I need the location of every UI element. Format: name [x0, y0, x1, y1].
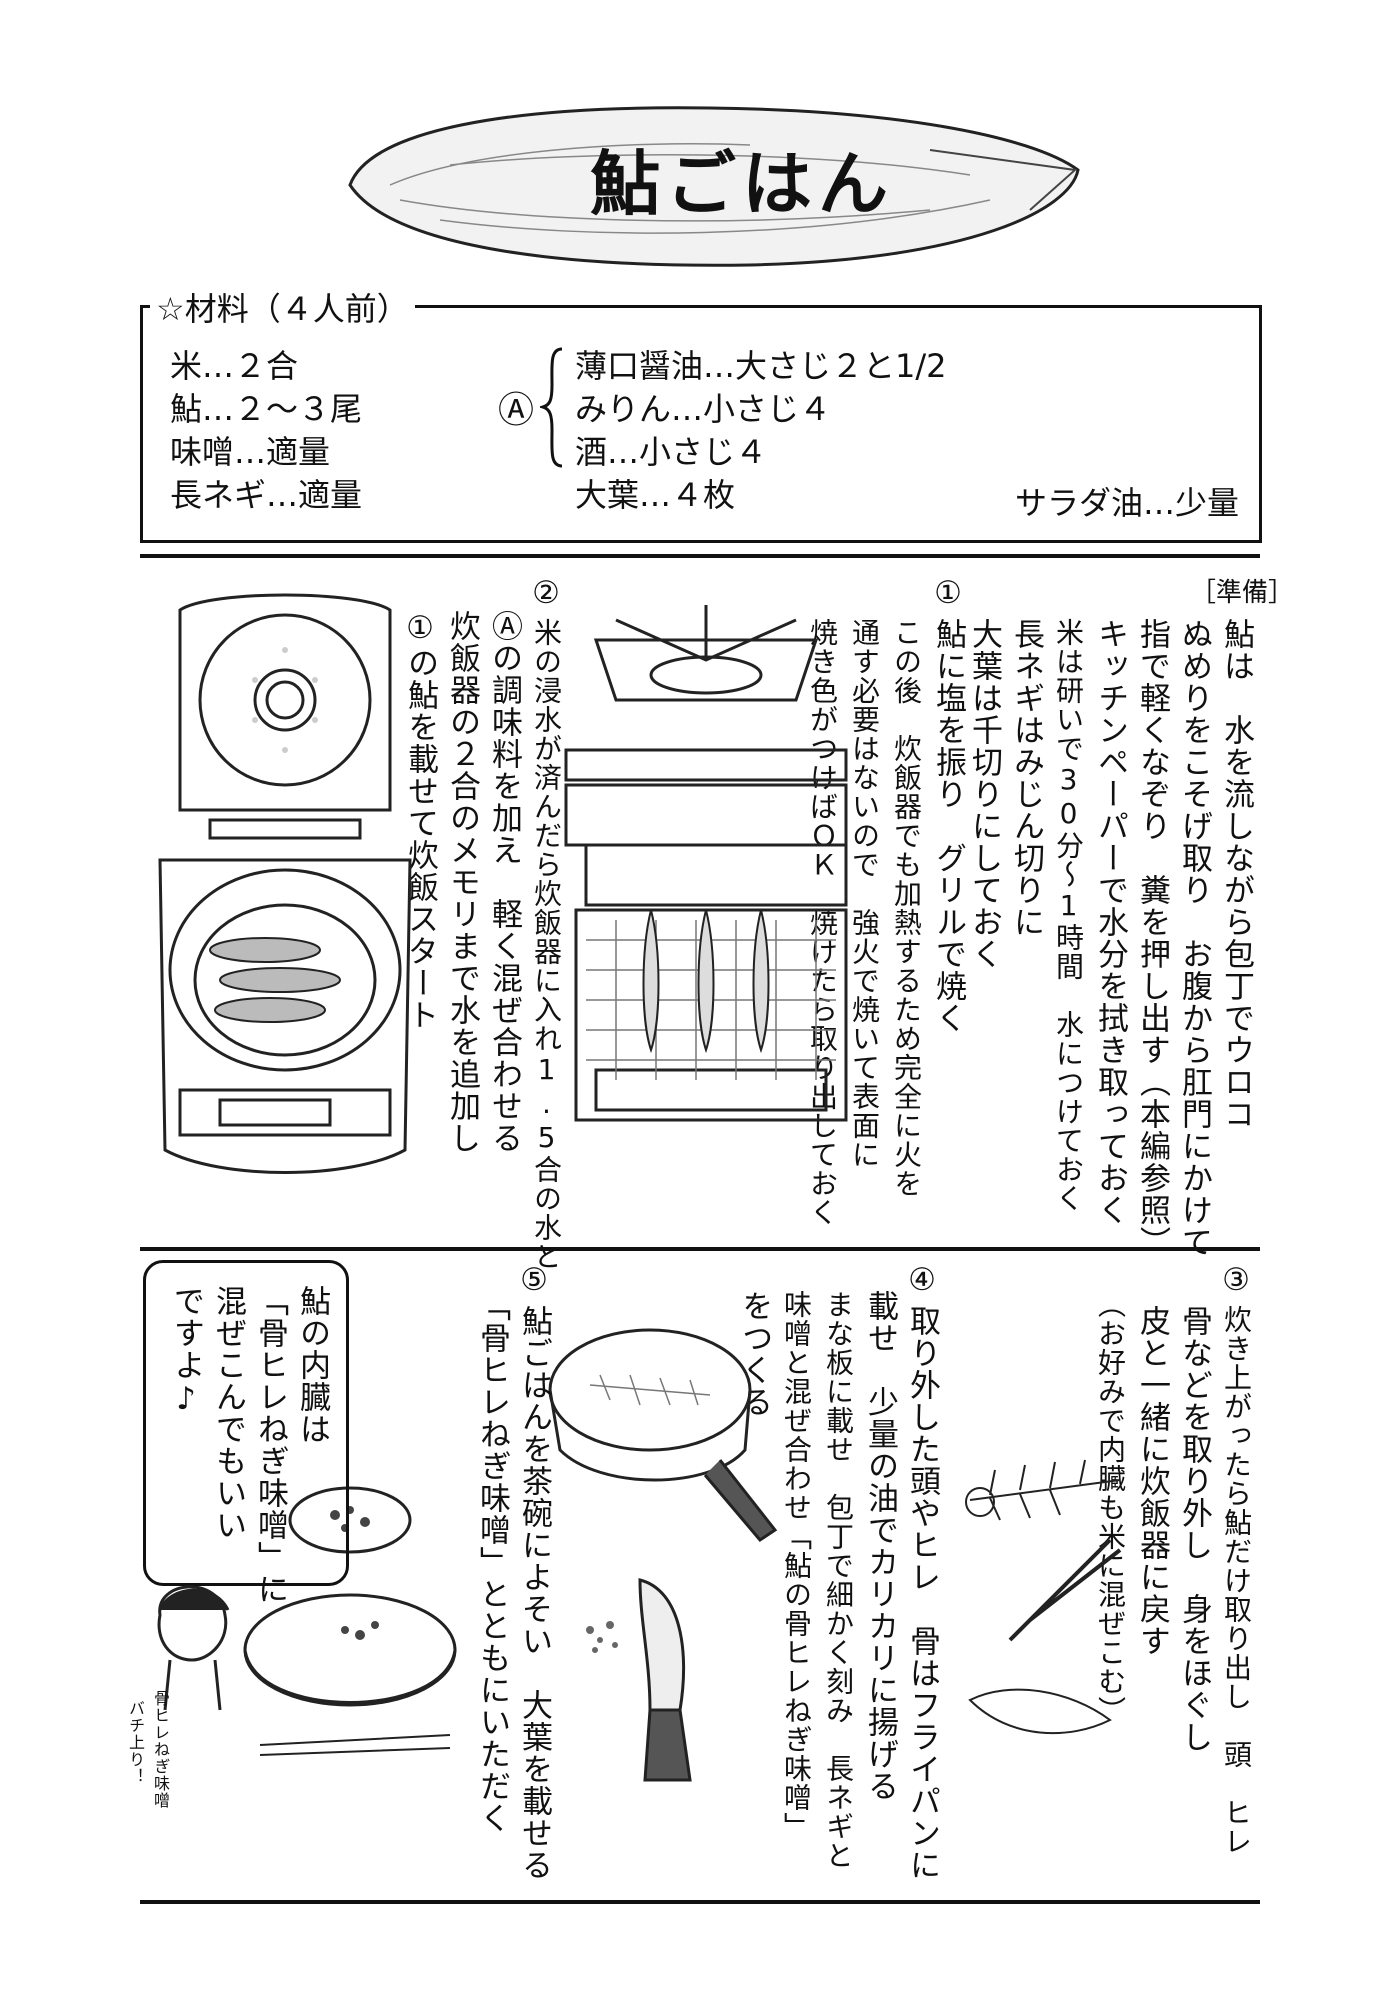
prep-line: ぬめりをこそげ取り お腹から肛門にかけて	[1176, 618, 1212, 1258]
seasoning-item: 酒…小さじ４	[575, 433, 768, 471]
step-3-line: 皮と一緒に炊飯器に戻す	[1134, 1305, 1170, 1657]
step-1-line: 鮎に塩を振り グリルで焼く	[930, 618, 966, 1034]
ingredient-item: 鮎…２〜３尾	[170, 390, 363, 428]
step-4-line: 取り外した頭やヒレ 骨はフライパンに	[904, 1305, 940, 1881]
seasoning-item: みりん…小さじ４	[575, 390, 832, 428]
step-1-line: 焼き色がつけばＯＫ 焼けたら取り出しておく	[806, 618, 839, 1227]
page-title: 鮎ごはん	[590, 143, 894, 225]
step-number: ④	[904, 1262, 940, 1299]
character-note: 骨ヒレねぎ味噌	[151, 1690, 170, 1809]
ingredient-item: 長ネギ…適量	[170, 476, 363, 514]
rice-cooker-illustration	[158, 593, 412, 1174]
ingredient-item: 味噌…適量	[170, 433, 331, 471]
chef-character-illustration	[157, 1585, 230, 1711]
prep-line: 鮎は 水を流しながら包丁でウロコ	[1218, 618, 1254, 1130]
step-4-line: 味噌と混ぜ合わせ「鮎の骨ヒレねぎ味噌」	[780, 1290, 813, 1841]
tip-bubble	[143, 1260, 349, 1586]
tip-line: 鮎の内臓は	[294, 1285, 330, 1445]
step-2-line: 炊飯器の２合のメモリまで水を追加し	[444, 610, 480, 1154]
step-3-line: 炊き上がったら鮎だけ取り出し 頭 ヒレ	[1220, 1305, 1253, 1856]
step-4-line: まな板に載せ 包丁で細かく刻み 長ネギと	[822, 1290, 855, 1870]
step-2-line: Ⓐの調味料を加え 軽く混ぜ合わせる	[486, 610, 522, 1154]
step-4-line: 載せ 少量の油でカリカリに揚げる	[862, 1290, 898, 1802]
step-number: ③	[1218, 1262, 1254, 1299]
prep-line: 米は研いで30分〜1時間 水につけておく	[1052, 618, 1085, 1213]
prep-line: キッチンペーパーで水分を拭き取っておく	[1092, 618, 1128, 1226]
prep-line: 指で軽くなぞり 糞を押し出す（本編参照）	[1134, 618, 1170, 1258]
prep-line: 長ネギはみじん切りに	[1008, 618, 1044, 938]
section-divider	[140, 554, 1260, 558]
step-number: ①	[930, 575, 966, 612]
fish-bones-illustration	[965, 1459, 1122, 1735]
step-1-line: 通す必要はないので 強火で焼いて表面に	[848, 618, 881, 1169]
ingredient-item: 米…２合	[170, 347, 299, 385]
ingredients-box	[140, 305, 1262, 543]
grill-illustration	[564, 605, 848, 1122]
brace-icon	[540, 347, 563, 468]
ingredients-header: ☆材料（４人前）	[150, 288, 415, 330]
rice-bowl-illustration	[243, 1486, 457, 1756]
seasoning-item: 薄口醤油…大さじ２と1/2	[575, 347, 947, 385]
title-banner	[348, 106, 1080, 267]
step-5-line: 「骨ヒレねぎ味噌」とともにいただく	[474, 1290, 510, 1834]
step-number: ②	[528, 575, 564, 612]
step-2-line: 米の浸水が済んだら炊飯器に入れ1.5合の水と	[530, 618, 563, 1271]
ingredient-item: 大葉…４枚	[575, 476, 736, 514]
step-3-line: 骨などを取り外し 身をほぐし	[1176, 1305, 1212, 1753]
step-4-line: をつくる	[736, 1290, 772, 1418]
tip-line: 混ぜこんでもいい	[210, 1285, 246, 1541]
seasoning-group-mark: Ⓐ	[498, 390, 535, 431]
step-3-line: （お好みで内臓も米に混ぜこむ）	[1094, 1290, 1127, 1725]
tip-line: 「骨ヒレねぎ味噌」に	[252, 1285, 288, 1605]
section-divider	[140, 1247, 1260, 1251]
ingredient-item: サラダ油…少量	[1015, 484, 1240, 522]
section-divider	[140, 1900, 1260, 1904]
step-1-line: この後 炊飯器でも加熱するため完全に火を	[890, 618, 923, 1198]
knife-illustration	[586, 1578, 692, 1782]
step-number: ⑤	[516, 1262, 552, 1299]
tip-line: ですよ♪	[168, 1285, 204, 1418]
prep-line: 大葉は千切りにしておく	[966, 618, 1002, 970]
prep-header: ［準備］	[1190, 578, 1295, 608]
frying-pan-illustration	[548, 1328, 778, 1542]
step-5-line: 鮎ごはんを茶碗によそい 大葉を載せる	[516, 1305, 552, 1881]
character-note: バチ上り！	[126, 1700, 145, 1785]
